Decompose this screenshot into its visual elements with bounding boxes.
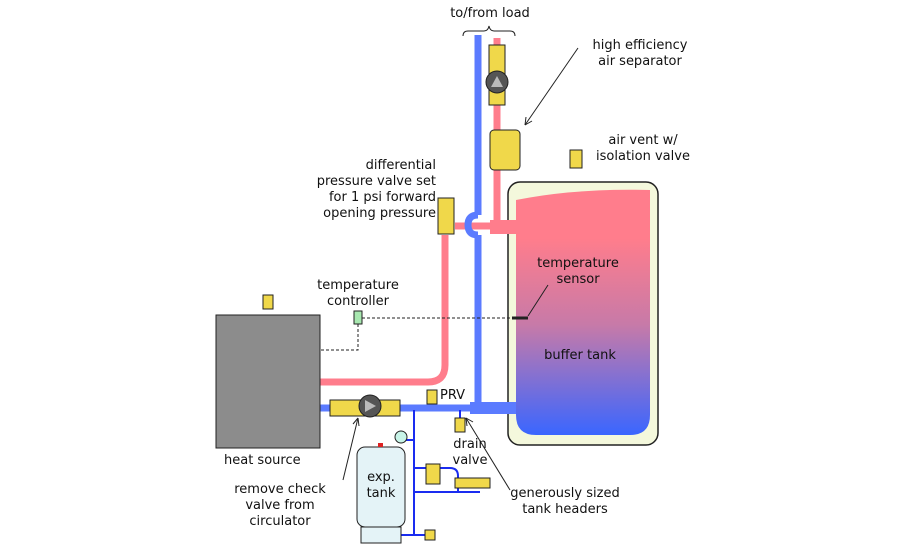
heat-source-label: heat source (224, 453, 301, 468)
prv-label: PRV (440, 388, 466, 403)
circulator-icon (329, 394, 401, 418)
air-separator-label: high efficiency air separator (592, 38, 688, 69)
check-valve-label: remove check valve from circulator (234, 482, 326, 529)
air-vent-label: air vent w/ isolation valve (596, 133, 690, 164)
temp-controller-label: temperature controller (317, 278, 399, 309)
air-separator-icon (489, 129, 521, 171)
diff-valve-label: differential pressure valve set for 1 ps… (316, 158, 436, 221)
buffer-tank-body (516, 189, 650, 435)
callout-arrows (342, 47, 579, 491)
load-bracket (462, 25, 516, 37)
exp-tank-label: exp. tank (366, 470, 396, 501)
prv-icon (426, 389, 438, 405)
temp-sensor-label: temperature sensor (537, 256, 619, 287)
buffer-tank-label: buffer tank (544, 348, 616, 363)
diff-pressure-valve-icon (437, 197, 455, 235)
temperature-controller (353, 310, 363, 325)
drain-valve-label: drain valve (452, 437, 488, 468)
drain-valve-icon (454, 417, 466, 433)
load-circulator-icon (485, 44, 509, 106)
pressure-gauge-icon (394, 430, 408, 444)
to-from-load-label: to/from load (450, 6, 530, 21)
air-vent-icon (569, 149, 583, 169)
heat-source (215, 314, 321, 449)
boiler-vent-icon (262, 294, 274, 310)
tank-headers-label: generously sized tank headers (510, 486, 620, 517)
